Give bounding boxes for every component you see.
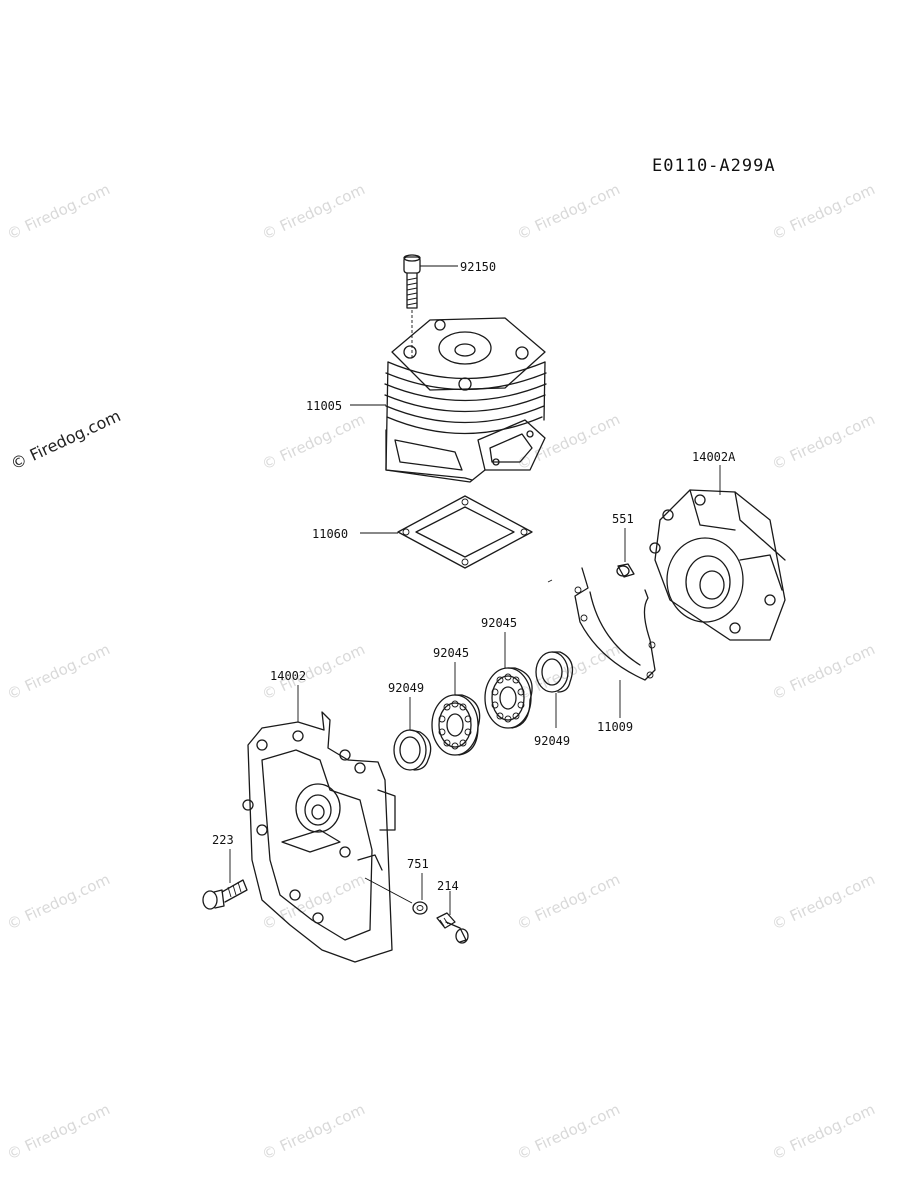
watermark-text: © Firedog.com [769,870,878,933]
bolt-223 [202,849,248,910]
watermark-text: © Firedog.com [259,1100,368,1163]
watermark-text: © Firedog.com [4,870,113,933]
watermark-layer: © Firedog.com © Firedog.com © Firedog.co… [4,180,878,1163]
label-11060: 11060 [312,527,348,541]
washer-751 [364,873,428,915]
label-14002: 14002 [270,669,306,683]
label-11005: 11005 [306,399,342,413]
watermark-text: © Firedog.com [4,1100,113,1163]
label-92150: 92150 [460,260,496,274]
seal-92049-b [535,651,574,728]
watermark-text: © Firedog.com [4,640,113,703]
crankcase-14002 [242,685,396,963]
label-214: 214 [437,879,459,893]
watermark-text: © Firedog.com [514,1100,623,1163]
gasket-11009 [547,567,656,718]
label-92045-a: 92045 [433,646,469,660]
bolt-92150 [403,254,458,360]
watermark-text: © Firedog.com [769,180,878,243]
crankcase-14002A [649,465,786,641]
label-551: 551 [612,512,634,526]
watermark-text: © Firedog.com [769,410,878,473]
watermark-text: © Firedog.com [514,870,623,933]
label-223: 223 [212,833,234,847]
bearing-92045-a [431,662,481,756]
watermark-text: © Firedog.com [259,180,368,243]
watermark-text: © Firedog.com [4,180,113,243]
label-92045-b: 92045 [481,616,517,630]
seal-92049-a [393,697,432,771]
label-751: 751 [407,857,429,871]
label-11009: 11009 [597,720,633,734]
bearing-92045-b [484,632,533,729]
bolt-214 [436,891,469,944]
label-92049-b: 92049 [534,734,570,748]
diagram-code: E0110-A299A [652,156,776,176]
watermark-text: © Firedog.com [769,640,878,703]
label-14002A: 14002A [692,450,736,464]
watermark-text: © Firedog.com [514,410,623,473]
pin-551 [616,528,635,578]
watermark-text: © Firedog.com [514,180,623,243]
cylinder-11005 [350,317,547,483]
label-92049-a: 92049 [388,681,424,695]
gasket-11060 [360,495,533,569]
watermark-text: © Firedog.com [769,1100,878,1163]
watermark-text-dark: © Firedog.com [8,406,124,474]
watermark-text: © Firedog.com [259,410,368,473]
